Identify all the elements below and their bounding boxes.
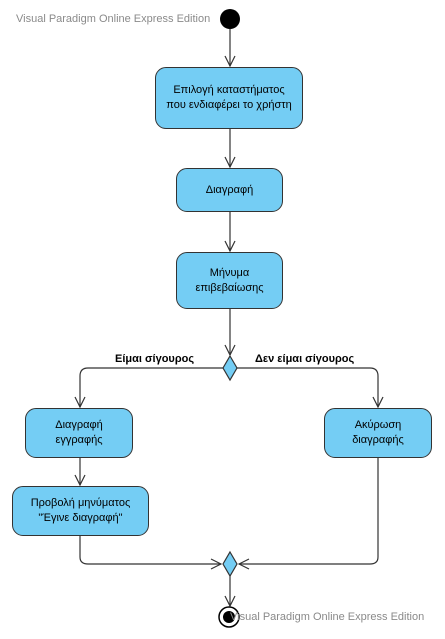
edge-cancel-to-merge <box>239 458 379 564</box>
final-node <box>218 606 240 628</box>
guard-sure: Είμαι σίγουρος <box>115 353 195 365</box>
watermark-bottom: Visual Paradigm Online Express Edition <box>230 611 425 623</box>
activity-show-message[interactable]: Προβολή μηνύματος "Έγινε διαγραφή" <box>12 486 149 536</box>
activity-delete-record[interactable]: Διαγραφή εγγραφής <box>25 408 133 458</box>
activity-cancel-delete[interactable]: Ακύρωση διαγραφής <box>324 408 432 458</box>
activity-delete[interactable]: Διαγραφή <box>176 168 283 212</box>
decision-node <box>222 354 238 382</box>
edge-decision-to-delete-record <box>80 367 223 407</box>
watermark-top: Visual Paradigm Online Express Edition <box>16 13 211 25</box>
activity-confirm-message[interactable]: Μήνυμα επιβεβαίωσης <box>176 252 283 309</box>
merge-node <box>222 550 238 578</box>
initial-node <box>220 9 240 29</box>
edge-decision-to-cancel <box>237 367 378 407</box>
activity-select-store[interactable]: Επιλογή καταστήματος που ενδιαφέρει το χ… <box>155 67 303 129</box>
edge-message-to-merge <box>79 536 221 564</box>
guard-not-sure: Δεν είμαι σίγουρος <box>255 353 355 365</box>
